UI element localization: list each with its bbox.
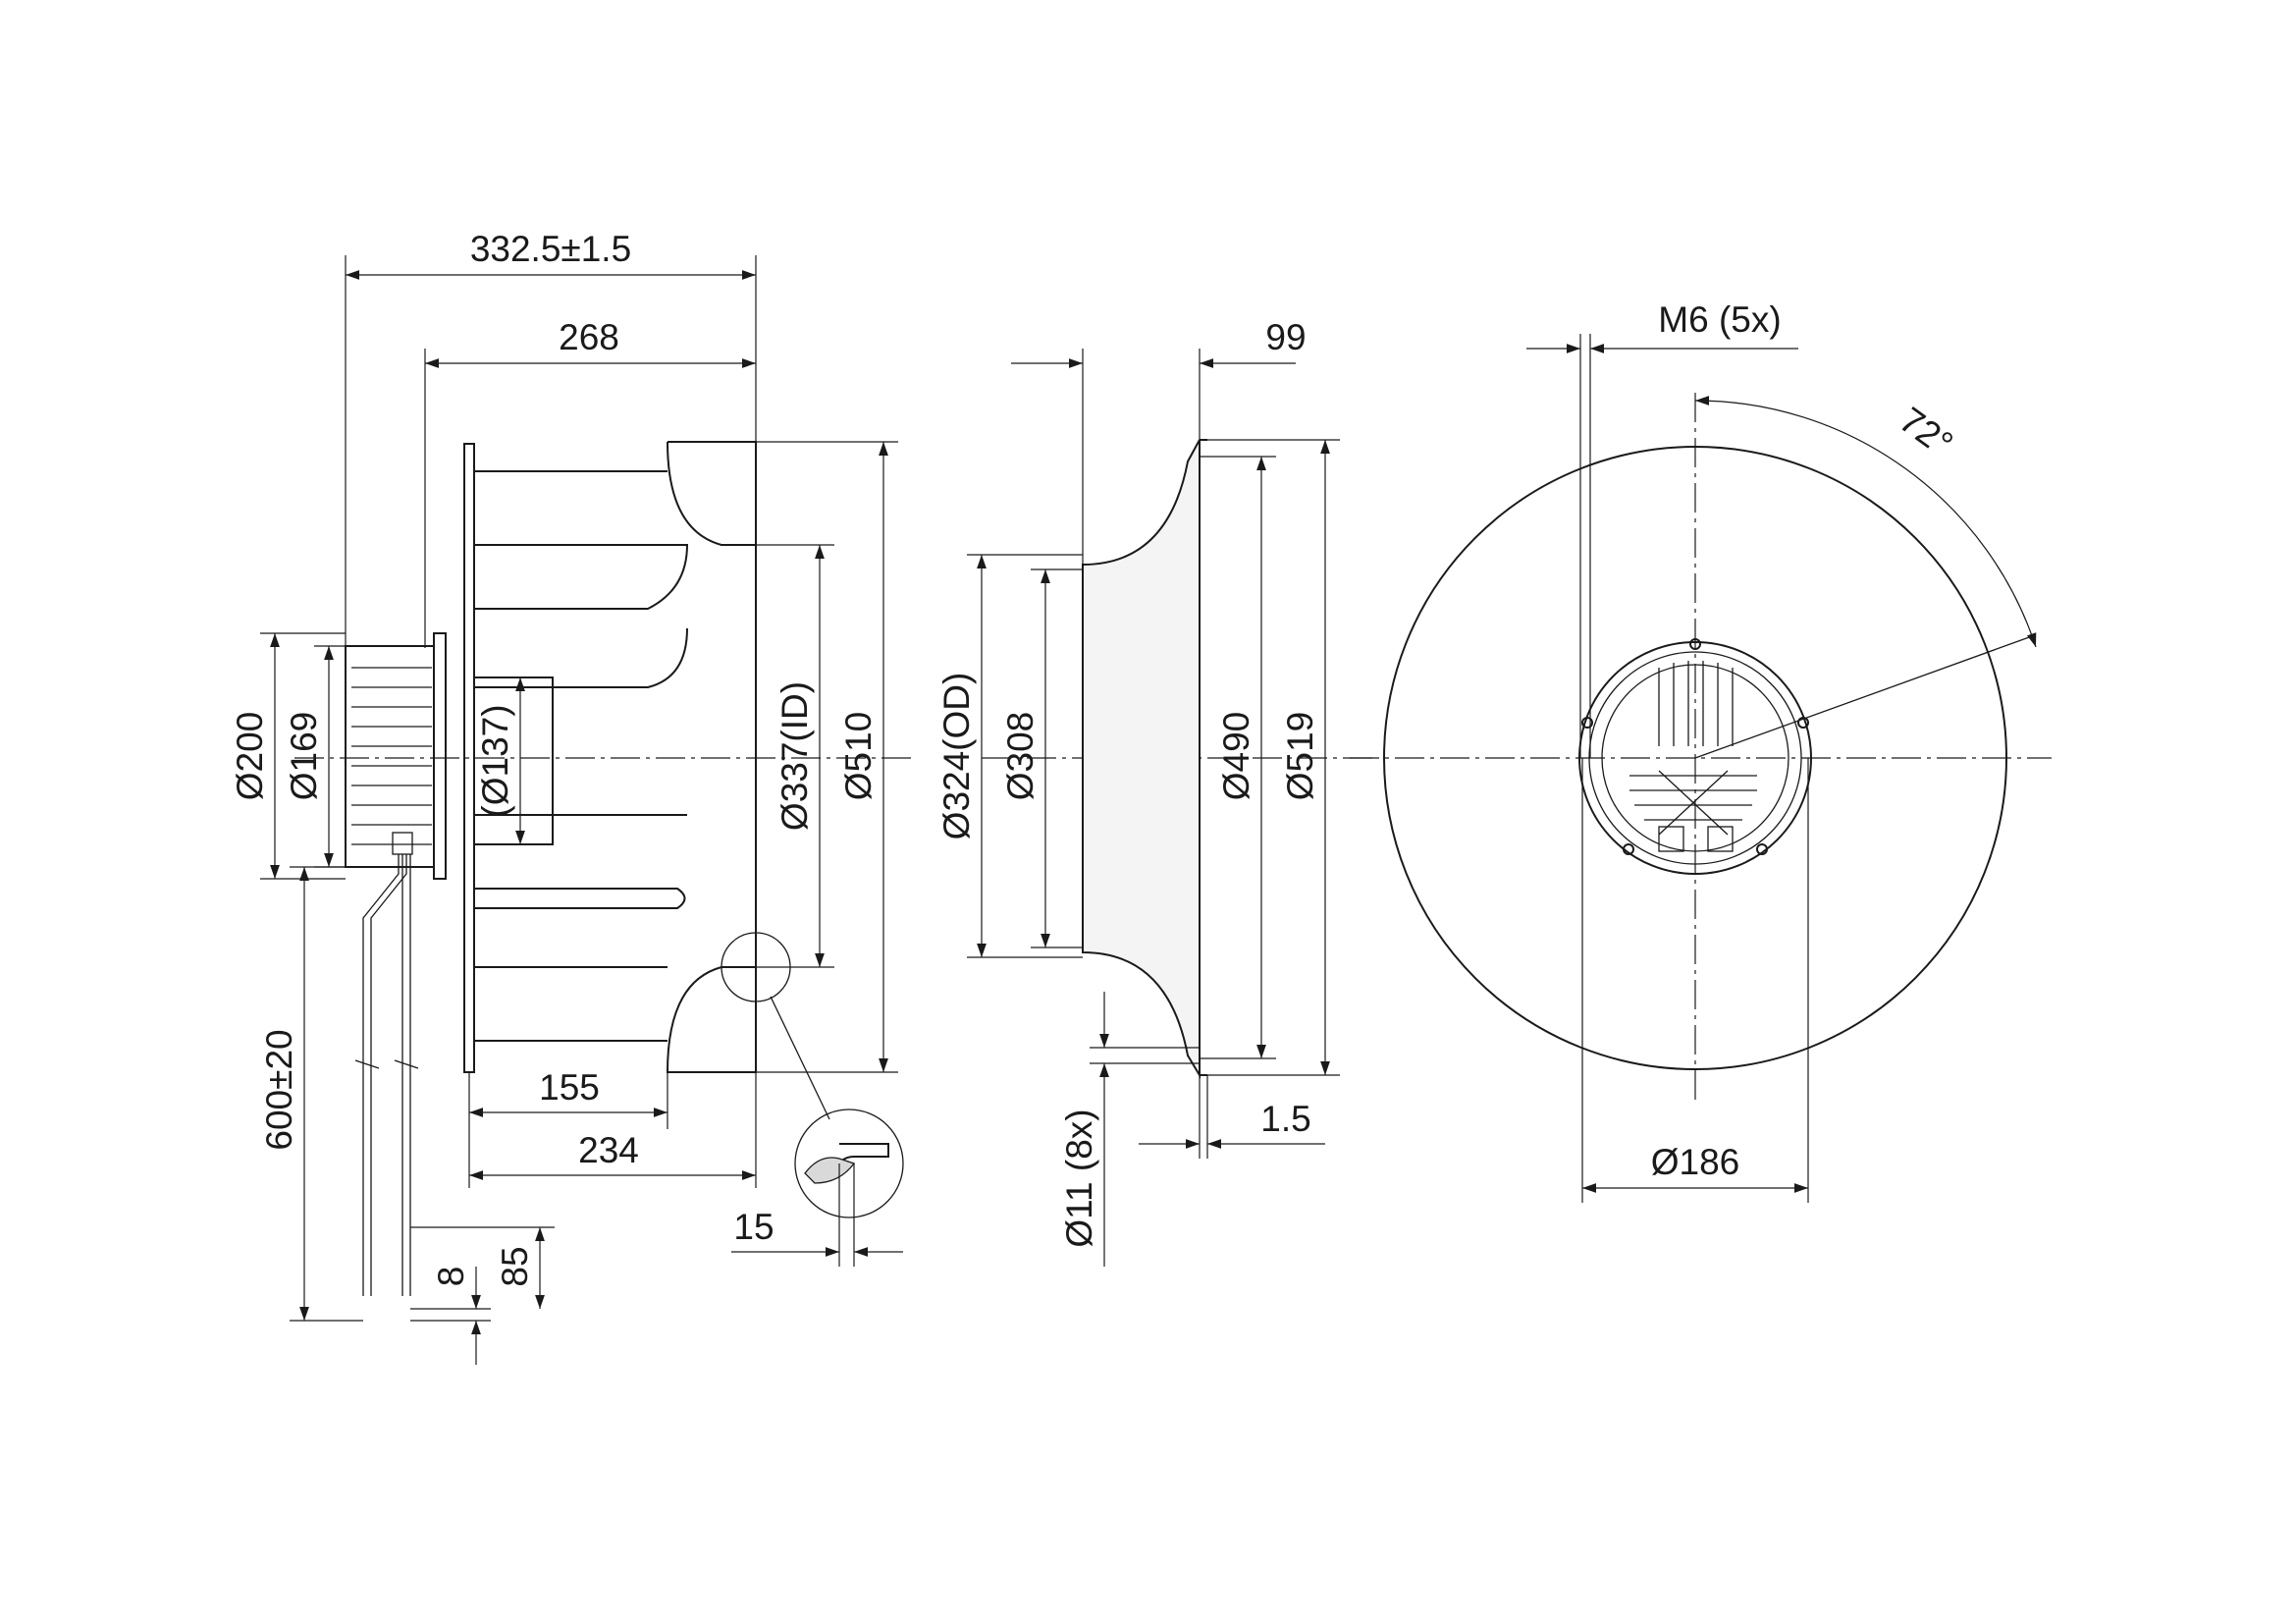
dim-268: 268 [559, 317, 619, 357]
impeller-shroud [666, 441, 757, 1073]
dim-dia-519: Ø519 [1280, 712, 1320, 801]
dim-dia-510: Ø510 [838, 712, 879, 801]
detail-view [794, 1109, 904, 1218]
motor-housing [345, 632, 447, 880]
dim-dia-186: Ø186 [1651, 1142, 1740, 1182]
front-view [1350, 393, 2052, 1100]
dim-overall-length: 332.5±1.5 [470, 229, 631, 269]
dim-thread: M6 (5x) [1658, 299, 1781, 340]
inlet-ring-profile [1082, 439, 1201, 1079]
dim-234: 234 [578, 1130, 639, 1170]
dim-cable-length: 600±20 [259, 1029, 299, 1150]
cables [354, 832, 419, 1296]
dim-dia-200: Ø200 [230, 712, 270, 801]
dim-155: 155 [539, 1067, 600, 1108]
dim-dia-137: (Ø137) [475, 704, 515, 817]
dim-dia-337-id: Ø337(ID) [774, 681, 815, 831]
dim-thickness: 1.5 [1260, 1099, 1310, 1139]
impeller-blades [474, 470, 689, 1042]
motor-fins-front [1629, 661, 1757, 836]
motor-rotor [473, 676, 554, 845]
dim-85: 85 [495, 1246, 535, 1286]
side-view-dimensions: 332.5±1.5 268 Ø200 Ø169 (Ø137) Ø337(ID) … [230, 229, 903, 1365]
dim-holes: Ø11 (8x) [1059, 1109, 1099, 1247]
dim-8: 8 [431, 1267, 471, 1287]
dim-dia-308: Ø308 [1000, 712, 1041, 801]
dim-dia-169: Ø169 [284, 712, 324, 801]
dim-99: 99 [1265, 317, 1306, 357]
dim-angle: 72° [1893, 400, 1960, 464]
mounting-bolts [1581, 638, 1809, 855]
inlet-ring-dimensions: 99 Ø324(OD) Ø308 Ø490 Ø519 Ø11 (8x) 1.5 [936, 317, 1340, 1267]
dim-15: 15 [733, 1207, 774, 1247]
side-view [294, 441, 913, 1296]
dim-dia-490: Ø490 [1216, 712, 1256, 801]
dim-dia-324-od: Ø324(OD) [936, 673, 977, 840]
